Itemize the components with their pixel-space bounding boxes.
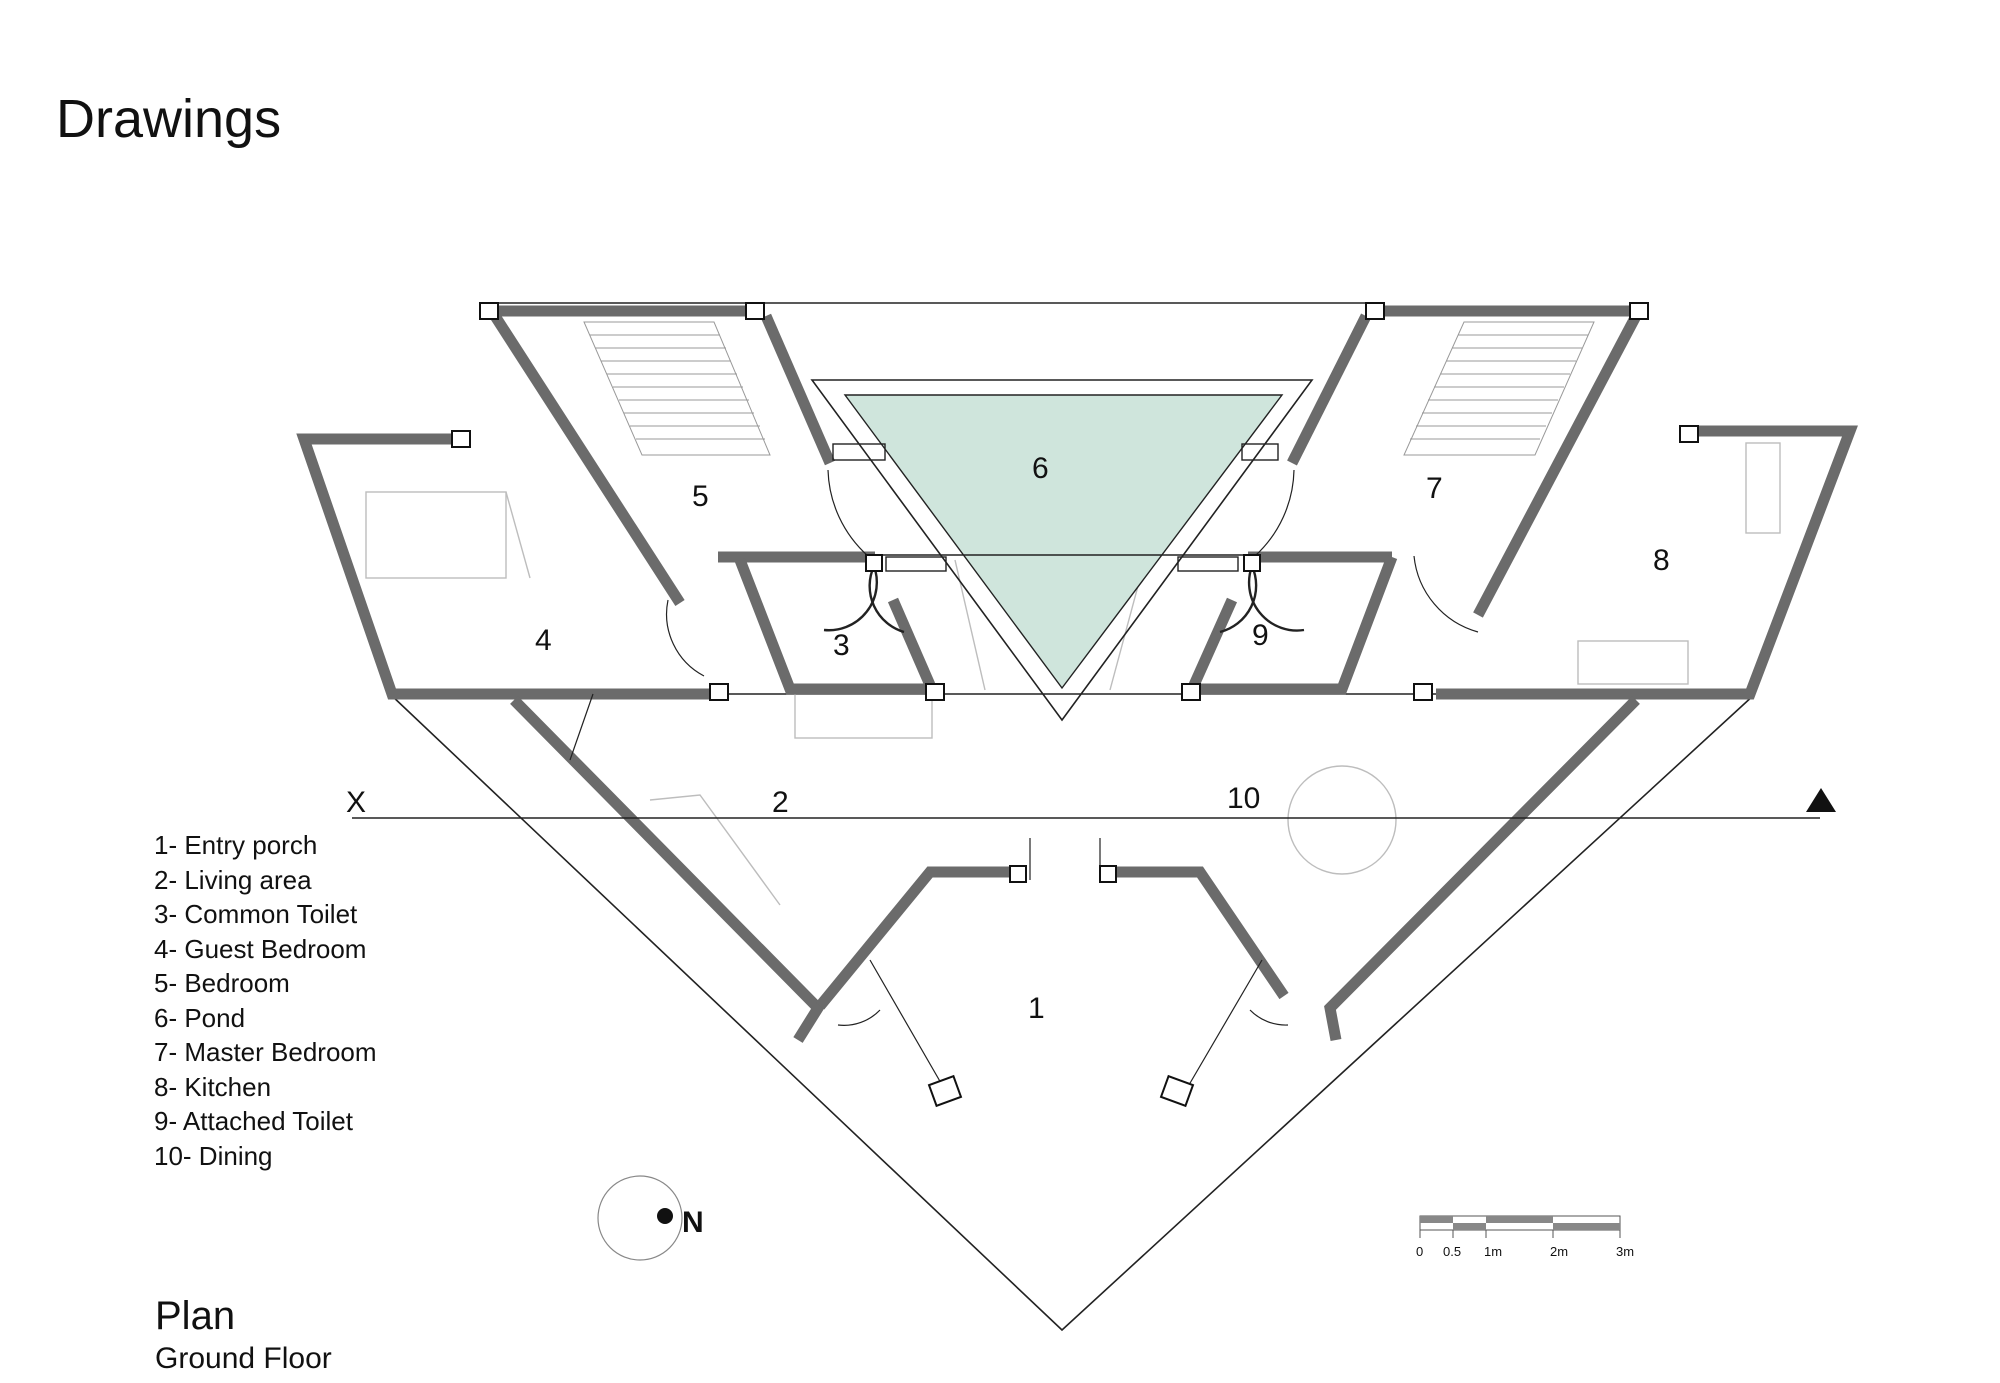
room-5-label: 5 (692, 480, 709, 513)
legend-item: 6- Pond (154, 1002, 246, 1033)
scale-bar: 0 0.5 1m 2m 3m (1416, 1215, 1634, 1259)
scale-label-1: 0.5 (1443, 1244, 1461, 1259)
legend-item: 10- Dining (154, 1140, 273, 1171)
room-1-label: 1 (1028, 992, 1045, 1025)
room-6-label: 6 (1032, 452, 1049, 485)
columns (451, 302, 1699, 1108)
legend: 1- Entry porch 2- Living area 3- Common … (154, 828, 377, 1173)
plan-title: Plan (155, 1294, 236, 1338)
section-marker: X (346, 786, 366, 819)
scale-label-0: 0 (1416, 1244, 1423, 1259)
legend-item: 3- Common Toilet (154, 899, 358, 929)
legend-item: 2- Living area (154, 864, 312, 895)
bed-stripes (583, 321, 1595, 456)
legend-item: 5- Bedroom (154, 968, 290, 998)
steps (832, 443, 1279, 572)
walls (296, 305, 1858, 1043)
page-heading: Drawings (56, 89, 282, 149)
room-7-label: 7 (1426, 472, 1443, 505)
room-4-label: 4 (535, 624, 552, 657)
north-label: N (682, 1206, 704, 1239)
room-2-label: 2 (772, 786, 789, 819)
room-8-label: 8 (1653, 544, 1670, 577)
scale-label-4: 3m (1616, 1244, 1634, 1259)
north-arrow: N (597, 1175, 704, 1261)
legend-item: 7- Master Bedroom (154, 1037, 377, 1067)
room-numbers: 1 2 3 4 5 6 7 8 9 10 (535, 452, 1670, 1025)
room-9-label: 9 (1252, 619, 1269, 652)
toilet-fixtures (823, 565, 1305, 634)
legend-item: 8- Kitchen (154, 1071, 272, 1102)
legend-item: 9- Attached Toilet (154, 1106, 353, 1136)
legend-item: 1- Entry porch (154, 830, 318, 860)
scale-label-3: 2m (1550, 1244, 1568, 1259)
room-3-label: 3 (833, 629, 850, 662)
legend-item: 4- Guest Bedroom (154, 933, 367, 964)
room-10-label: 10 (1227, 782, 1260, 815)
pond (810, 379, 1314, 722)
door-swings (569, 469, 1479, 1091)
section-line: X (346, 786, 1836, 819)
scale-label-2: 1m (1484, 1244, 1502, 1259)
plan-subtitle: Ground Floor (155, 1342, 332, 1375)
